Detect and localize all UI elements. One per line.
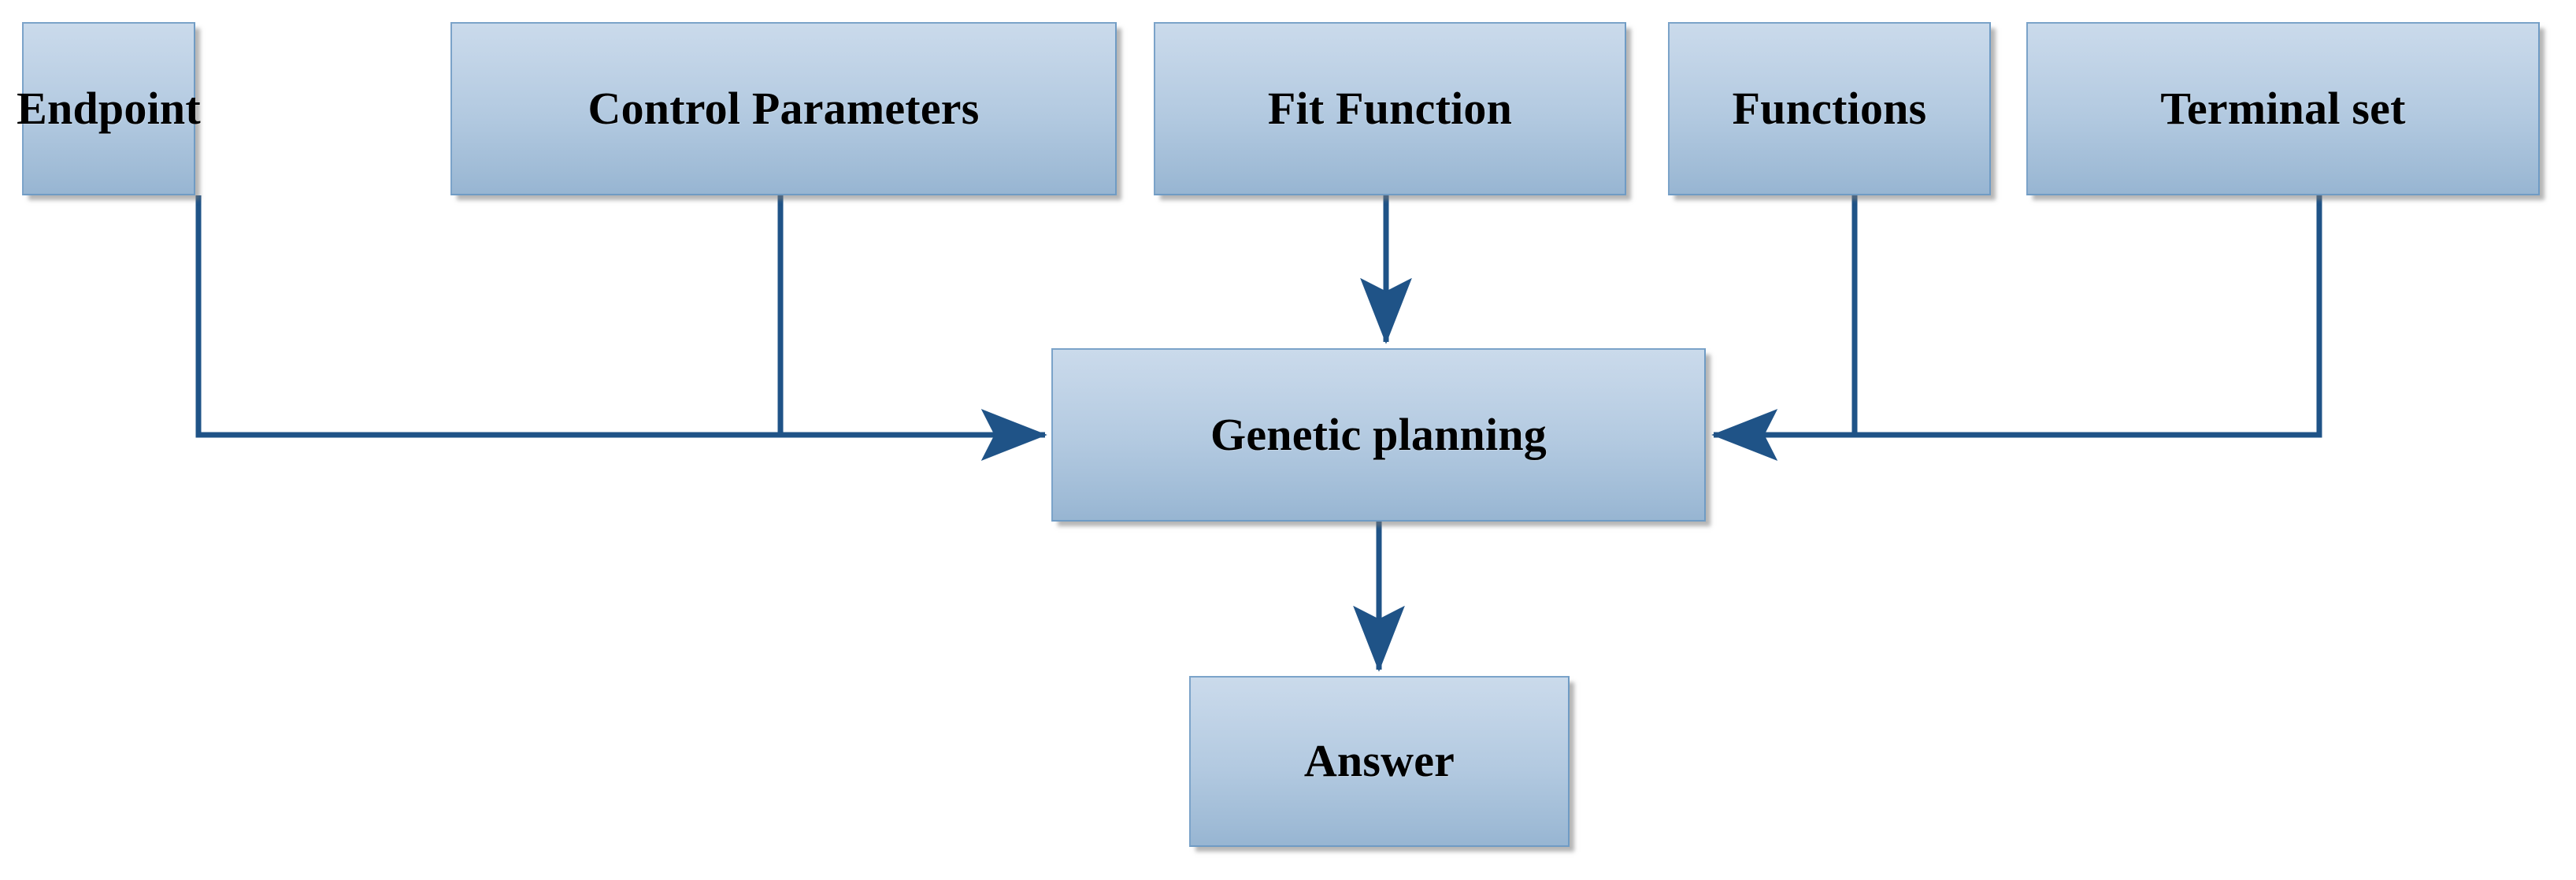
node-fit-function-label: Fit Function	[1267, 82, 1513, 134]
node-functions-label: Functions	[1732, 82, 1927, 134]
node-terminal-set[interactable]: Terminal set	[2026, 22, 2540, 195]
node-endpoint[interactable]: Endpoint	[17, 22, 201, 195]
node-endpoint-label: Endpoint	[17, 82, 201, 134]
node-genetic-planning[interactable]: Genetic planning	[1051, 348, 1706, 522]
node-genetic-planning-label: Genetic planning	[1210, 408, 1547, 460]
node-control-parameters[interactable]: Control Parameters	[450, 22, 1117, 195]
node-answer[interactable]: Answer	[1189, 676, 1570, 847]
node-terminal-set-label: Terminal set	[2160, 82, 2406, 134]
node-fit-function[interactable]: Fit Function	[1154, 22, 1626, 195]
node-answer-label: Answer	[1303, 735, 1455, 787]
edge-terminal-set-to-genetic-planning	[1711, 195, 2322, 461]
edge-endpoint-to-genetic-planning	[195, 195, 1047, 461]
node-functions[interactable]: Functions	[1668, 22, 1991, 195]
node-control-parameters-label: Control Parameters	[587, 82, 980, 134]
